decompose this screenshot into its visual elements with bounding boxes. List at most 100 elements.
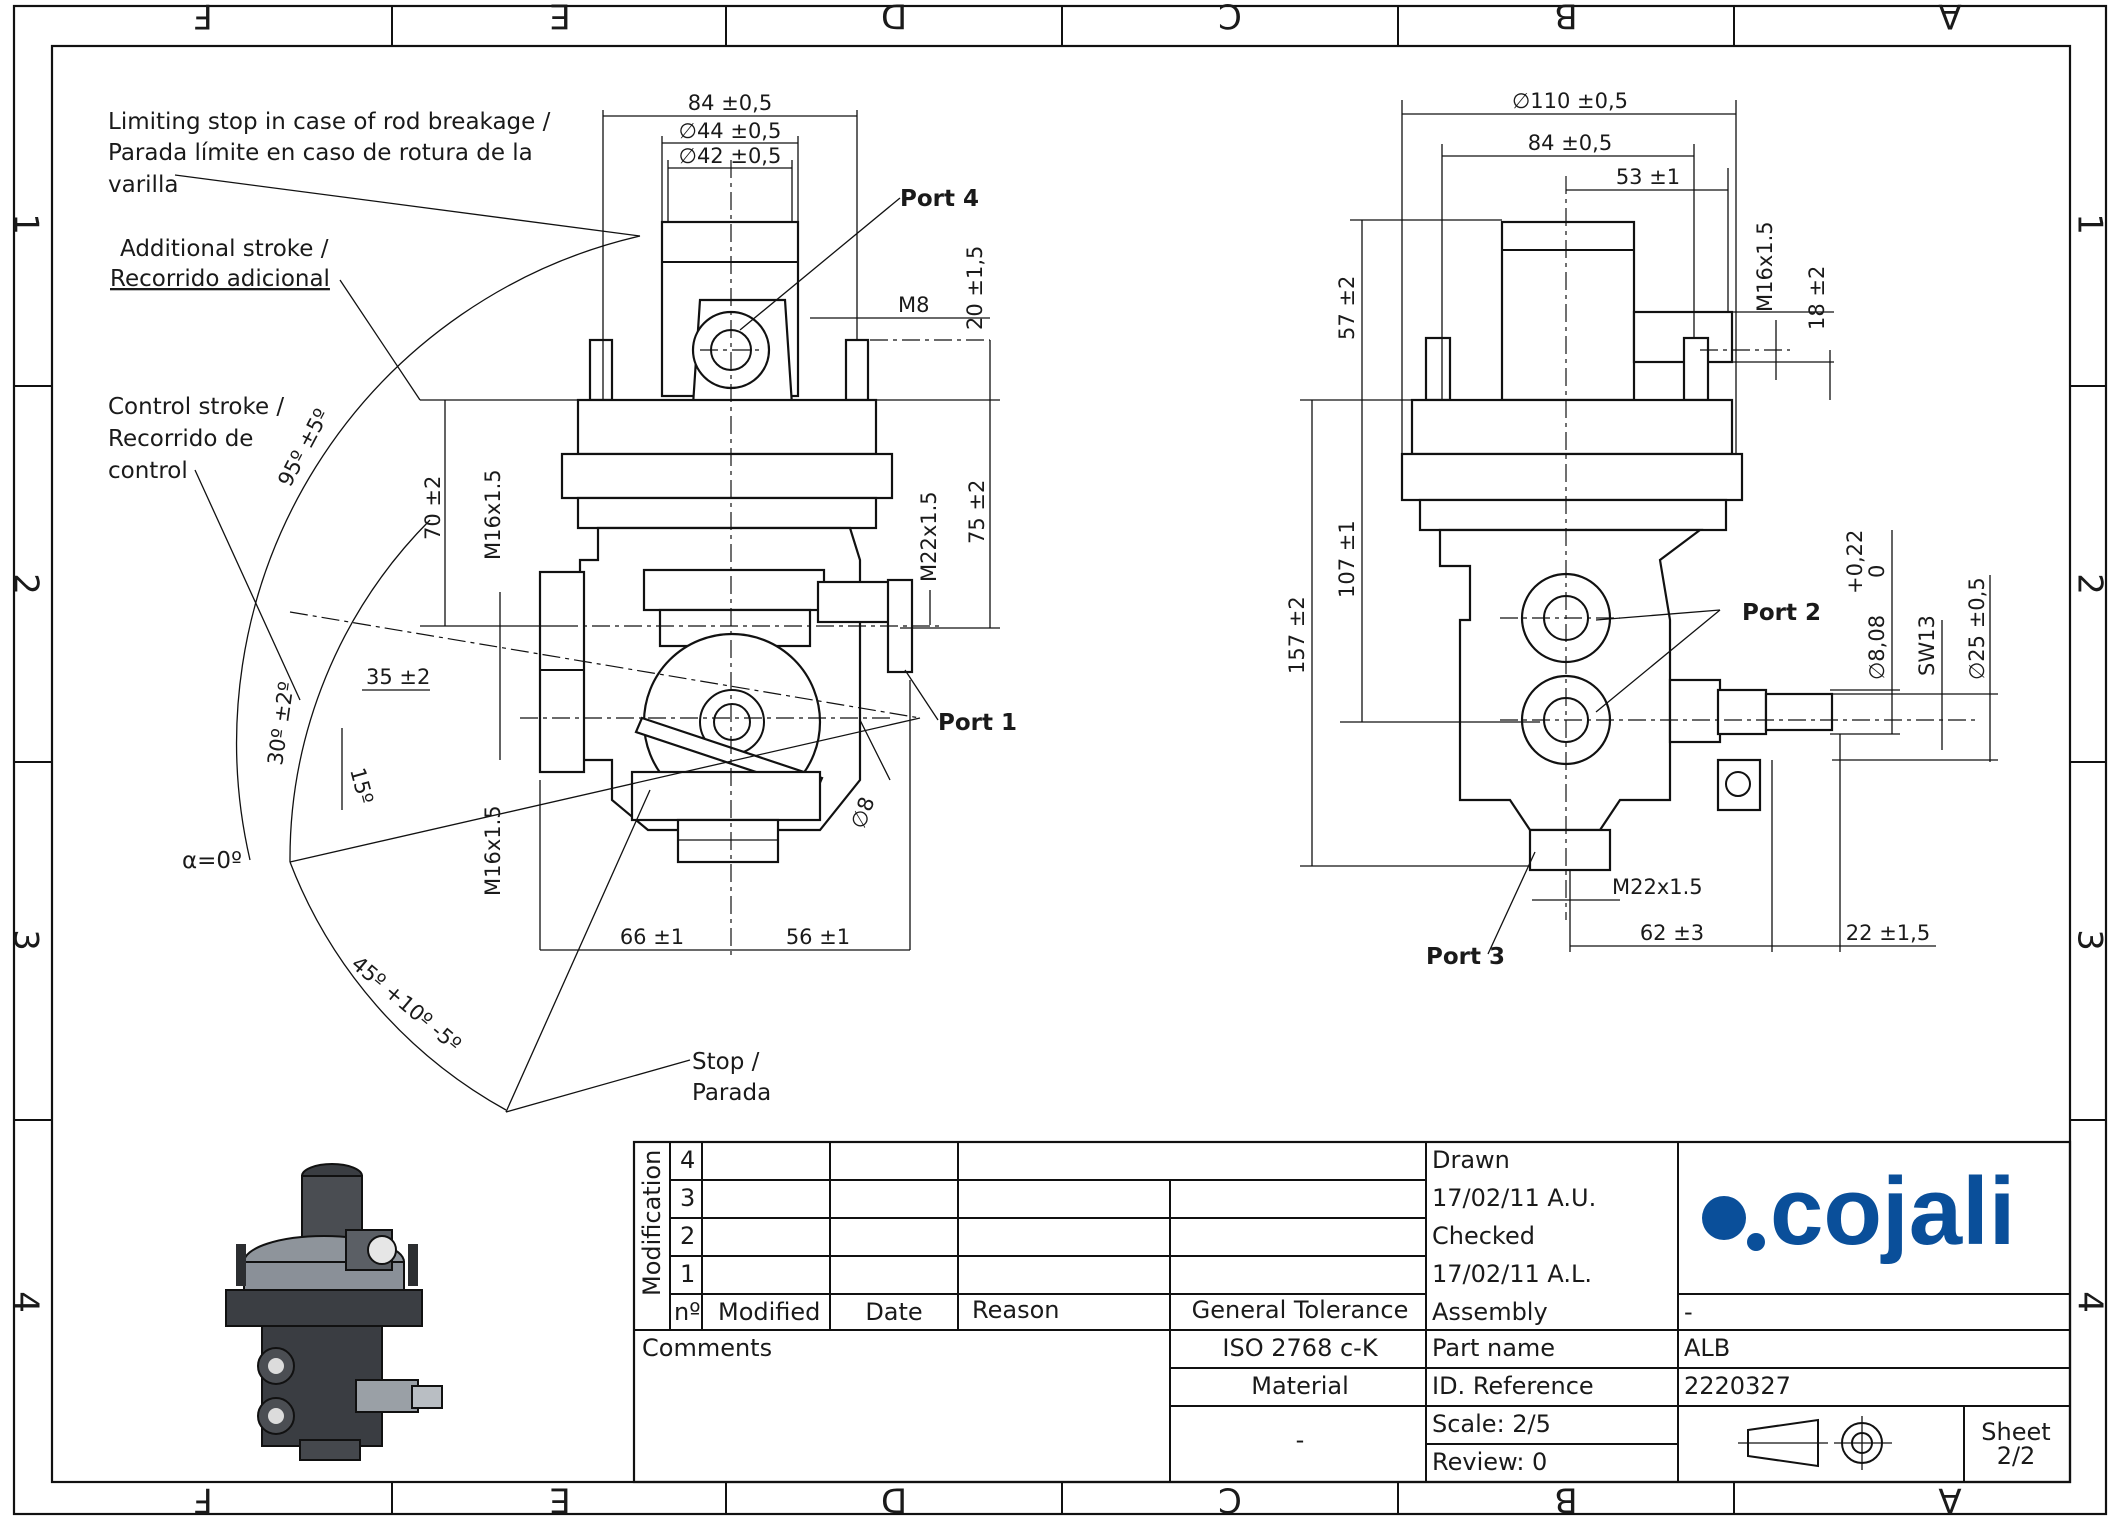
reason-label: Reason bbox=[972, 1296, 1059, 1324]
title-block: Modification 4 3 2 1 nº Modified Date Re… bbox=[632, 1140, 2072, 1484]
grid-row-label: 2 bbox=[2070, 573, 2110, 595]
grid-row-label: 4 bbox=[2070, 1291, 2110, 1313]
grid-col-label: A bbox=[1938, 1480, 1961, 1519]
comments-label: Comments bbox=[642, 1334, 772, 1362]
dim-m22: M22x1.5 bbox=[917, 491, 941, 582]
dim-m22-side: M22x1.5 bbox=[1612, 875, 1703, 899]
dim-w62: 62 ±3 bbox=[1640, 921, 1704, 945]
additional-stroke-note-line2: Recorrido adicional bbox=[110, 266, 330, 292]
grid-col-label: F bbox=[193, 1480, 213, 1519]
alpha-zero-label: α=0º bbox=[182, 848, 242, 874]
dim-dia808: ∅8,08 bbox=[1865, 615, 1889, 680]
assembly-value: - bbox=[1684, 1298, 1693, 1326]
general-tolerance-value: ISO 2768 c-K bbox=[1222, 1334, 1378, 1362]
material-value: - bbox=[1296, 1426, 1305, 1454]
dim-sw13: SW13 bbox=[1915, 615, 1939, 676]
limiting-stop-note-line1: Limiting stop in case of rod breakage / bbox=[108, 109, 551, 135]
sheet-label: Sheet bbox=[1981, 1418, 2050, 1446]
rev-number: 1 bbox=[680, 1260, 695, 1288]
annotation-notes: Limiting stop in case of rod breakage / … bbox=[108, 109, 771, 1106]
port-labels: Port 4 Port 1 Port 2 Port 3 bbox=[900, 186, 1821, 970]
side-upper-flange bbox=[1410, 398, 1734, 456]
port1-label: Port 1 bbox=[938, 710, 1017, 736]
grid-col-label: F bbox=[193, 0, 213, 36]
dim-h70: 70 ±2 bbox=[421, 476, 445, 540]
rev-number: 4 bbox=[680, 1146, 695, 1174]
modification-label: Modification bbox=[638, 1150, 666, 1296]
dim-tol-plus: +0,22 bbox=[1843, 530, 1867, 594]
grid-col-label: E bbox=[549, 0, 570, 36]
material-label: Material bbox=[1251, 1372, 1349, 1400]
additional-stroke-note-line1: Additional stroke / bbox=[120, 236, 329, 262]
dim-dia25: ∅25 ±0,5 bbox=[1965, 577, 1989, 680]
side-view-dimension-lines bbox=[1311, 113, 1991, 955]
stop-note-line1: Stop / bbox=[692, 1049, 760, 1075]
side-top-cylinder bbox=[1500, 220, 1636, 402]
sheet-value: 2/2 bbox=[1997, 1442, 2036, 1470]
modified-label: Modified bbox=[718, 1298, 820, 1326]
grid-row-label: 3 bbox=[2070, 929, 2110, 951]
grid-col-label: D bbox=[881, 1480, 907, 1519]
review-label: Review: 0 bbox=[1432, 1448, 1547, 1476]
id-reference-value: 2220327 bbox=[1684, 1372, 1791, 1400]
dim-m8: M8 bbox=[898, 293, 929, 317]
control-stroke-note-line3: control bbox=[108, 458, 188, 484]
port4-label: Port 4 bbox=[900, 186, 979, 212]
grid-row-label: 1 bbox=[2070, 213, 2110, 235]
port2-label: Port 2 bbox=[1742, 600, 1821, 626]
port3-label: Port 3 bbox=[1426, 944, 1505, 970]
dim-h107: 107 ±1 bbox=[1335, 520, 1359, 598]
dim-w56: 56 ±1 bbox=[786, 925, 850, 949]
scale-label: Scale: 2/5 bbox=[1432, 1410, 1551, 1438]
control-stroke-note-line1: Control stroke / bbox=[108, 394, 284, 420]
stud-left bbox=[588, 338, 614, 402]
bottom-port bbox=[676, 818, 780, 864]
part-name-value: ALB bbox=[1684, 1334, 1730, 1362]
port1-connector bbox=[816, 580, 892, 624]
dim-w22: 22 ±1,5 bbox=[1846, 921, 1930, 945]
projection-symbol-icon bbox=[1738, 1416, 1892, 1470]
limiting-stop-note-line2: Parada límite en caso de rotura de la bbox=[108, 140, 533, 166]
grid-row-label: 3 bbox=[6, 929, 46, 951]
product-isometric-image bbox=[225, 1163, 443, 1461]
dim-m16-upper: M16x1.5 bbox=[481, 469, 505, 560]
grid-row-label: 4 bbox=[6, 1291, 46, 1313]
dim-width-top: 84 ±0,5 bbox=[688, 91, 772, 115]
rev-number: 2 bbox=[680, 1222, 695, 1250]
grid-row-label: 2 bbox=[6, 573, 46, 595]
dim-m16: M16x1.5 bbox=[1753, 221, 1777, 312]
stop-note-line2: Parada bbox=[692, 1080, 771, 1106]
part-name-label: Part name bbox=[1432, 1334, 1555, 1362]
general-tolerance-label: General Tolerance bbox=[1192, 1296, 1409, 1324]
dim-dia44: ∅44 ±0,5 bbox=[679, 119, 782, 143]
side-view bbox=[1300, 100, 1998, 952]
grid-row-label: 1 bbox=[6, 213, 46, 235]
rev-number: 3 bbox=[680, 1184, 695, 1212]
grid-col-label: B bbox=[1554, 0, 1577, 36]
stud-right bbox=[844, 338, 870, 402]
no-label: nº bbox=[674, 1298, 701, 1326]
dim-m16-lower: M16x1.5 bbox=[481, 805, 505, 896]
dim-dia42: ∅42 ±0,5 bbox=[679, 144, 782, 168]
id-reference-label: ID. Reference bbox=[1432, 1372, 1594, 1400]
grid-row-labels-right: 1 2 3 4 bbox=[2070, 213, 2110, 1313]
dim-angle30: 30º ±2º bbox=[263, 680, 298, 767]
checked-value: 17/02/11 A.L. bbox=[1432, 1260, 1592, 1288]
grid-col-label: D bbox=[881, 0, 907, 36]
dim-w66: 66 ±1 bbox=[620, 925, 684, 949]
side-view-dimensions: ∅110 ±0,5 84 ±0,5 53 ±1 57 ±2 M16x1.5 18… bbox=[1285, 89, 1989, 945]
dim-dia8: ∅8 bbox=[846, 794, 879, 832]
dim-dia110: ∅110 ±0,5 bbox=[1512, 89, 1628, 113]
grid-column-labels-bottom: F E D C B A bbox=[193, 1480, 1961, 1519]
drawn-label: Drawn bbox=[1432, 1146, 1510, 1174]
dim-h75: 75 ±2 bbox=[965, 480, 989, 544]
grid-column-labels-top: F E D C B A bbox=[193, 0, 1961, 36]
port3-connector bbox=[1528, 828, 1612, 872]
grid-row-labels-left: 1 2 3 4 bbox=[6, 213, 46, 1313]
grid-col-label: E bbox=[549, 1480, 570, 1519]
grid-col-label: C bbox=[1218, 0, 1242, 36]
dim-h57: 57 ±2 bbox=[1335, 276, 1359, 340]
grid-col-label: C bbox=[1218, 1480, 1242, 1519]
control-stroke-note-line2: Recorrido de bbox=[108, 426, 253, 452]
